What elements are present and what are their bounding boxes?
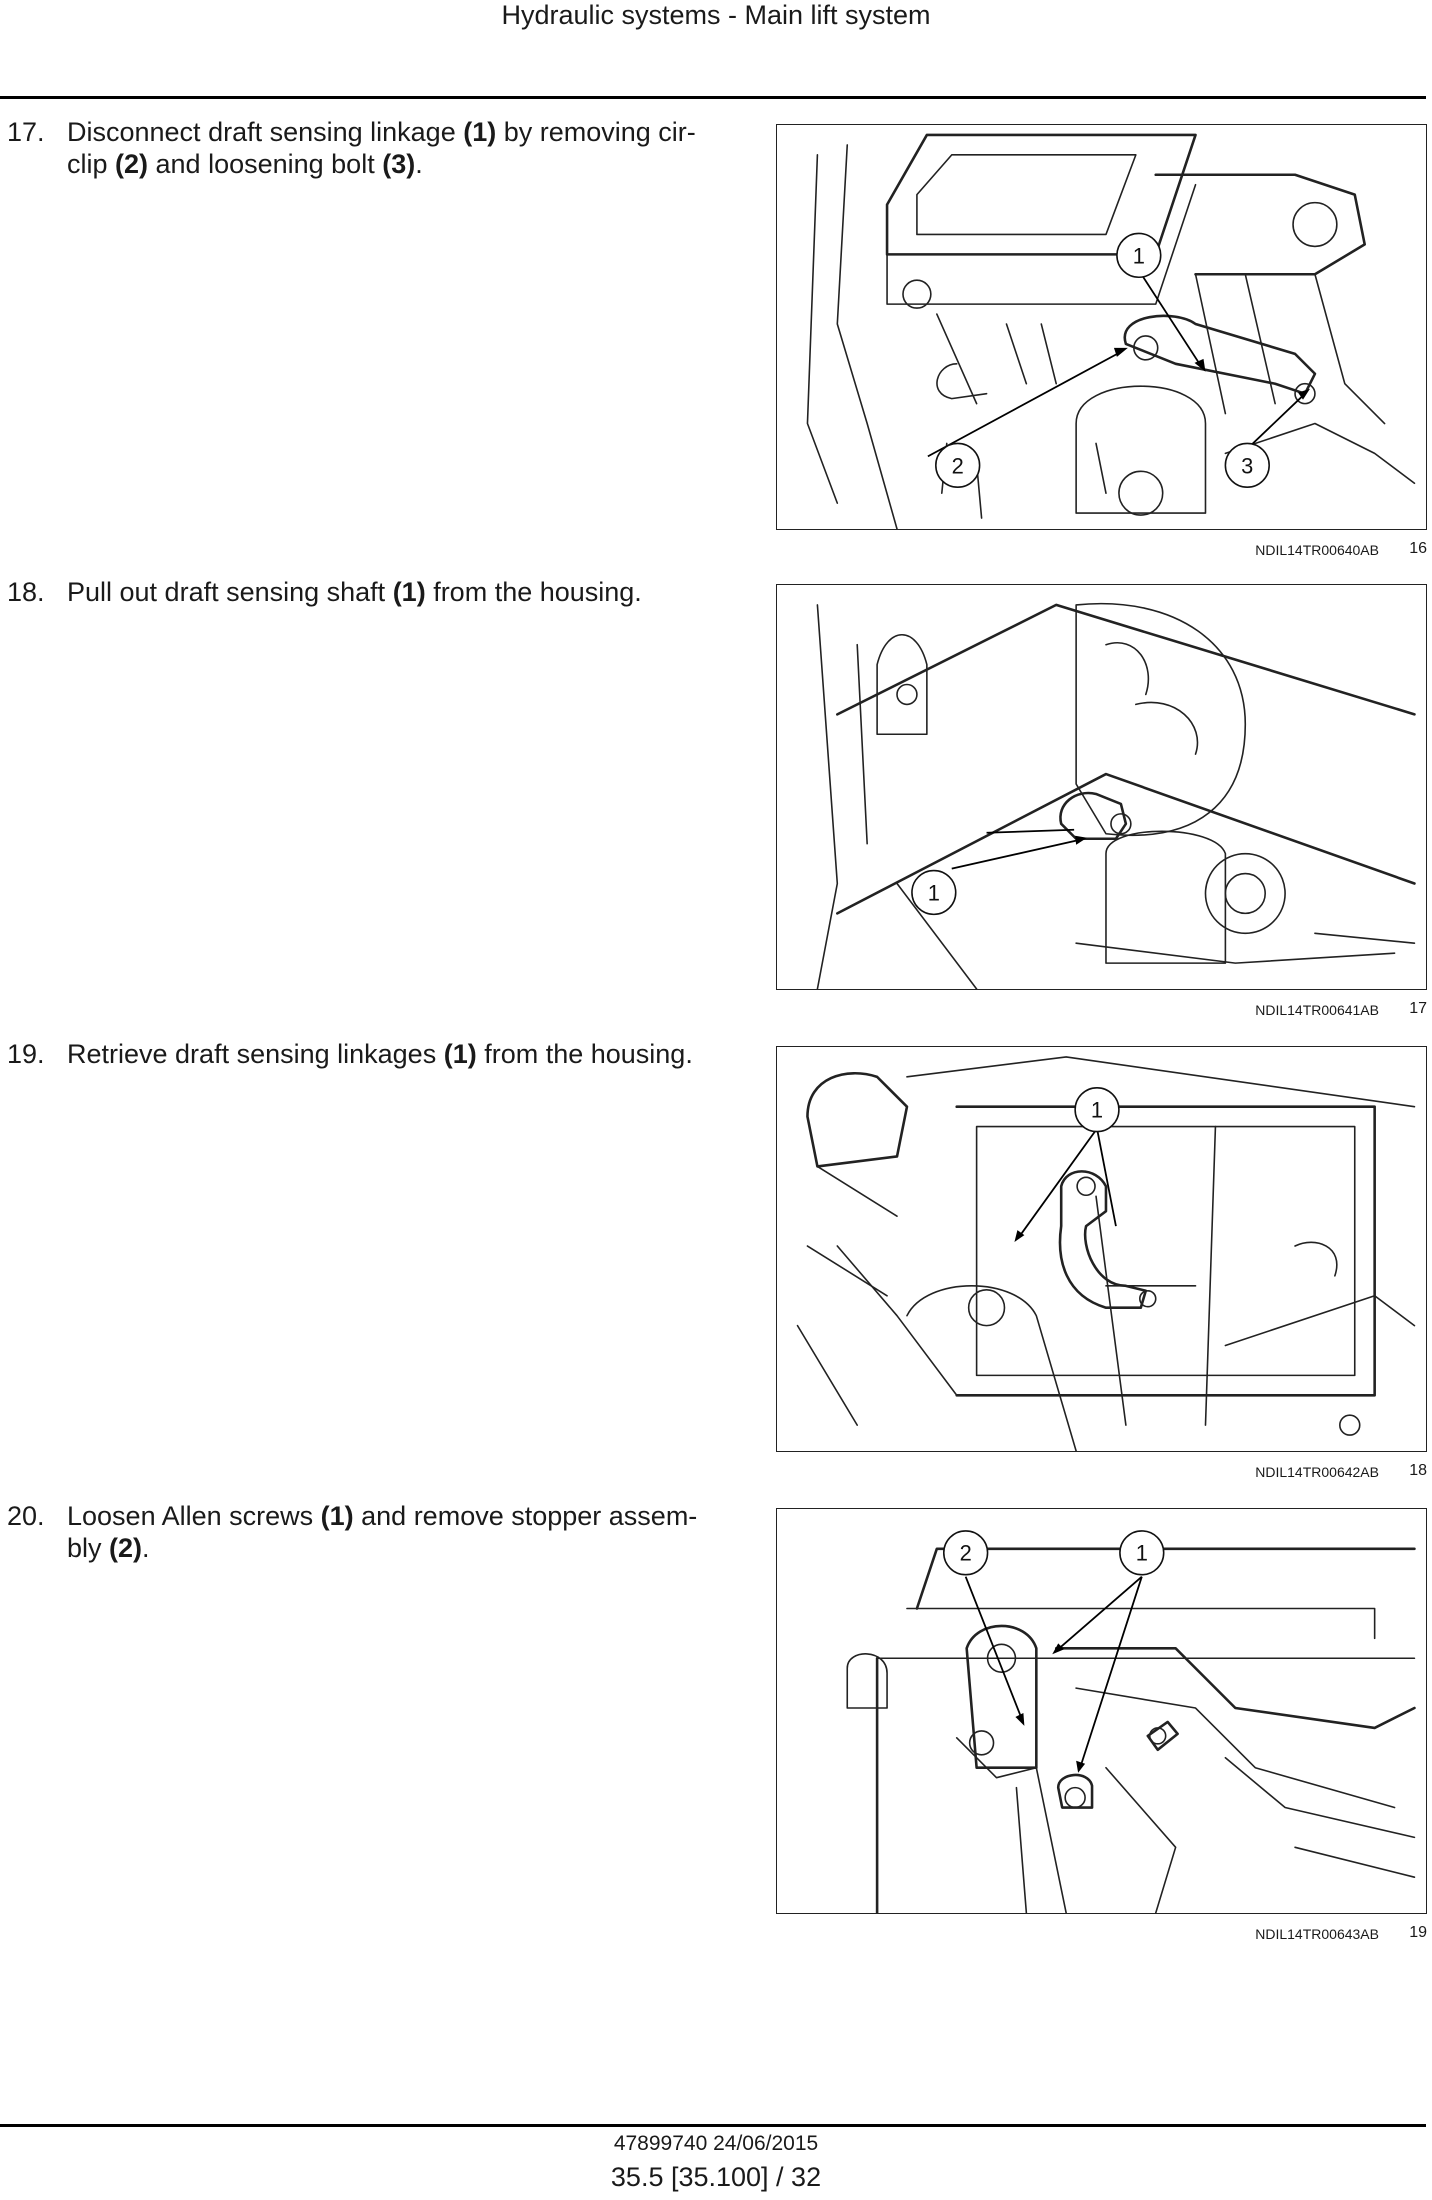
step-18: 18. Pull out draft sensing shaft (1) fro… xyxy=(7,576,732,608)
callout-1: 1 xyxy=(1074,1087,1120,1133)
svg-text:1: 1 xyxy=(928,880,940,905)
step-17: 17. Disconnect draft sensing linkage (1)… xyxy=(7,116,732,180)
figure-17-illustration: 1 xyxy=(776,584,1427,990)
callout-1: 1 xyxy=(911,869,957,916)
callout-3: 3 xyxy=(1224,442,1270,489)
header-divider xyxy=(0,96,1426,99)
figure-number: 16 xyxy=(1409,540,1427,557)
figure-number: 17 xyxy=(1409,1000,1427,1017)
step-19: 19. Retrieve draft sensing linkages (1) … xyxy=(7,1038,732,1070)
svg-text:2: 2 xyxy=(952,453,964,478)
step-text: Pull out draft sensing shaft (1) from th… xyxy=(67,577,642,607)
draft-linkage-drawing: 1 2 3 xyxy=(806,133,1416,529)
step-number: 18. xyxy=(7,577,45,607)
step-text: Disconnect draft sensing linkage (1) by … xyxy=(67,117,696,179)
step-number: 20. xyxy=(7,1501,45,1531)
page-header-title: Hydraulic systems - Main lift system xyxy=(501,0,931,30)
figure-code: NDIL14TR00643AB xyxy=(1255,1926,1379,1942)
figure-number: 18 xyxy=(1409,1462,1427,1479)
step-text: Retrieve draft sensing linkages (1) from… xyxy=(67,1039,693,1069)
figure-code: NDIL14TR00640AB xyxy=(1255,542,1379,558)
figure-18-illustration: 1 xyxy=(776,1046,1427,1452)
svg-text:1: 1 xyxy=(1136,1541,1148,1566)
svg-text:1: 1 xyxy=(1091,1098,1103,1123)
callout-1: 1 xyxy=(1119,1530,1165,1576)
figure-number: 19 xyxy=(1409,1924,1427,1941)
figure-18-caption: NDIL14TR00642AB 18 xyxy=(776,1460,1427,1484)
document-reference: 47899740 24/06/2015 xyxy=(613,2132,819,2155)
svg-text:3: 3 xyxy=(1241,453,1253,478)
stopper-assembly-drawing: 2 1 xyxy=(846,1530,1416,1913)
svg-text:1: 1 xyxy=(1133,243,1145,268)
draft-linkages-drawing: 1 xyxy=(796,1056,1416,1451)
step-number: 19. xyxy=(7,1039,45,1069)
figure-code: NDIL14TR00641AB xyxy=(1255,1002,1379,1018)
svg-text:2: 2 xyxy=(960,1541,972,1566)
page-number: 35.5 [35.100] / 32 xyxy=(610,2162,822,2192)
footer-divider xyxy=(0,2124,1426,2127)
figure-19-caption: NDIL14TR00643AB 19 xyxy=(776,1922,1427,1946)
figure-19-illustration: 2 1 xyxy=(776,1508,1427,1914)
figure-17-caption: NDIL14TR00641AB 17 xyxy=(776,998,1427,1022)
figure-16-illustration: 1 2 3 xyxy=(776,124,1427,530)
callout-2: 2 xyxy=(942,1530,989,1576)
step-20: 20. Loosen Allen screws (1) and remove s… xyxy=(7,1500,732,1564)
draft-shaft-drawing: 1 xyxy=(816,602,1416,989)
figure-16-caption: NDIL14TR00640AB 16 xyxy=(776,538,1427,562)
step-text: Loosen Allen screws (1) and remove stopp… xyxy=(67,1501,698,1563)
callout-1: 1 xyxy=(1116,232,1162,279)
callout-2: 2 xyxy=(935,442,981,489)
step-number: 17. xyxy=(7,117,45,147)
figure-code: NDIL14TR00642AB xyxy=(1255,1464,1379,1480)
